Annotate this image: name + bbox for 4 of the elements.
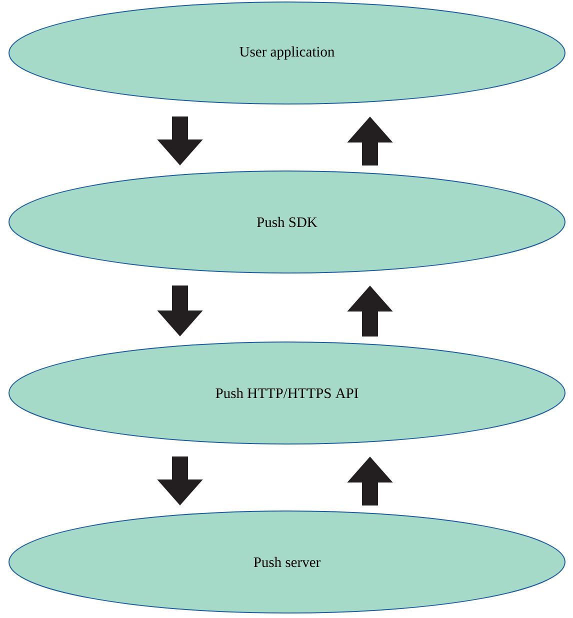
ellipse-node: User application <box>8 2 566 104</box>
ellipse-node: Push HTTP/HTTPS API <box>8 342 566 444</box>
ellipse-node: Push server <box>8 510 566 614</box>
ellipse-node: Push SDK <box>8 170 566 274</box>
